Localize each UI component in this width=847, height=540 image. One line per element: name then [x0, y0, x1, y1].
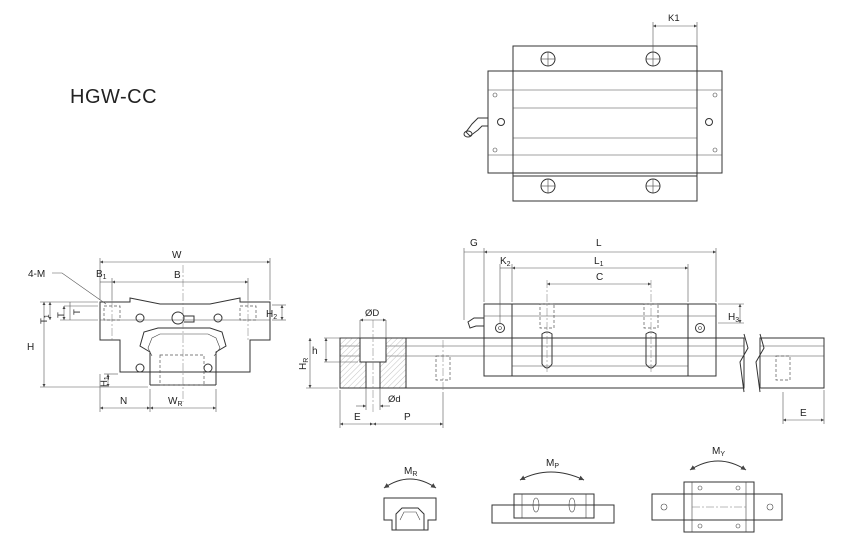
e-left-label: E — [354, 412, 361, 423]
top-view-mounting-holes — [540, 51, 661, 194]
top-view: K1 — [463, 13, 723, 202]
h1-label: H1 — [99, 376, 111, 387]
w-label: W — [172, 250, 182, 261]
n-label: N — [120, 396, 127, 407]
top-view-block — [512, 45, 698, 202]
t-small-label: T — [56, 312, 67, 318]
front-view: W B B1 4-M H T1 T T — [27, 250, 286, 412]
c-label: C — [596, 272, 603, 283]
t-label: T — [72, 309, 83, 315]
h3-label: H3 — [728, 312, 739, 324]
moment-my-icon: MY — [651, 446, 783, 533]
wr-label: WR — [168, 396, 183, 408]
moment-mp-icon: MP — [491, 458, 615, 524]
top-view-end-seals — [487, 70, 723, 174]
h2-label: H2 — [266, 309, 277, 321]
od-big-label: ØD — [365, 308, 379, 319]
od-small-label: Ød — [388, 394, 401, 405]
k1-label: K1 — [668, 13, 680, 24]
front-view-block — [99, 297, 271, 373]
b1-label: B1 — [96, 269, 107, 281]
svg-text:MR: MR — [404, 466, 417, 478]
p-label: P — [404, 412, 411, 423]
model-title: HGW-CC — [70, 86, 158, 108]
svg-text:MP: MP — [546, 458, 559, 470]
svg-text:MY: MY — [712, 446, 725, 458]
l1-label: L1 — [594, 256, 604, 268]
l-label: L — [596, 238, 602, 249]
grease-nipple-icon — [463, 117, 488, 138]
b-label: B — [174, 270, 181, 281]
hr-label: HR — [298, 358, 310, 370]
side-view-block — [483, 303, 717, 377]
k2-label: K2 — [500, 256, 511, 268]
m4-label: 4-M — [28, 269, 45, 280]
t1-label: T1 — [39, 314, 51, 324]
h-label: H — [27, 342, 34, 353]
h-small-label: h — [312, 346, 318, 357]
e-right-label: E — [800, 408, 807, 419]
g-label: G — [470, 238, 478, 249]
front-view-rail — [139, 327, 227, 385]
side-view: G L K2 L1 C H3 ØD — [298, 238, 825, 428]
moment-mr-icon: MR — [383, 466, 437, 531]
